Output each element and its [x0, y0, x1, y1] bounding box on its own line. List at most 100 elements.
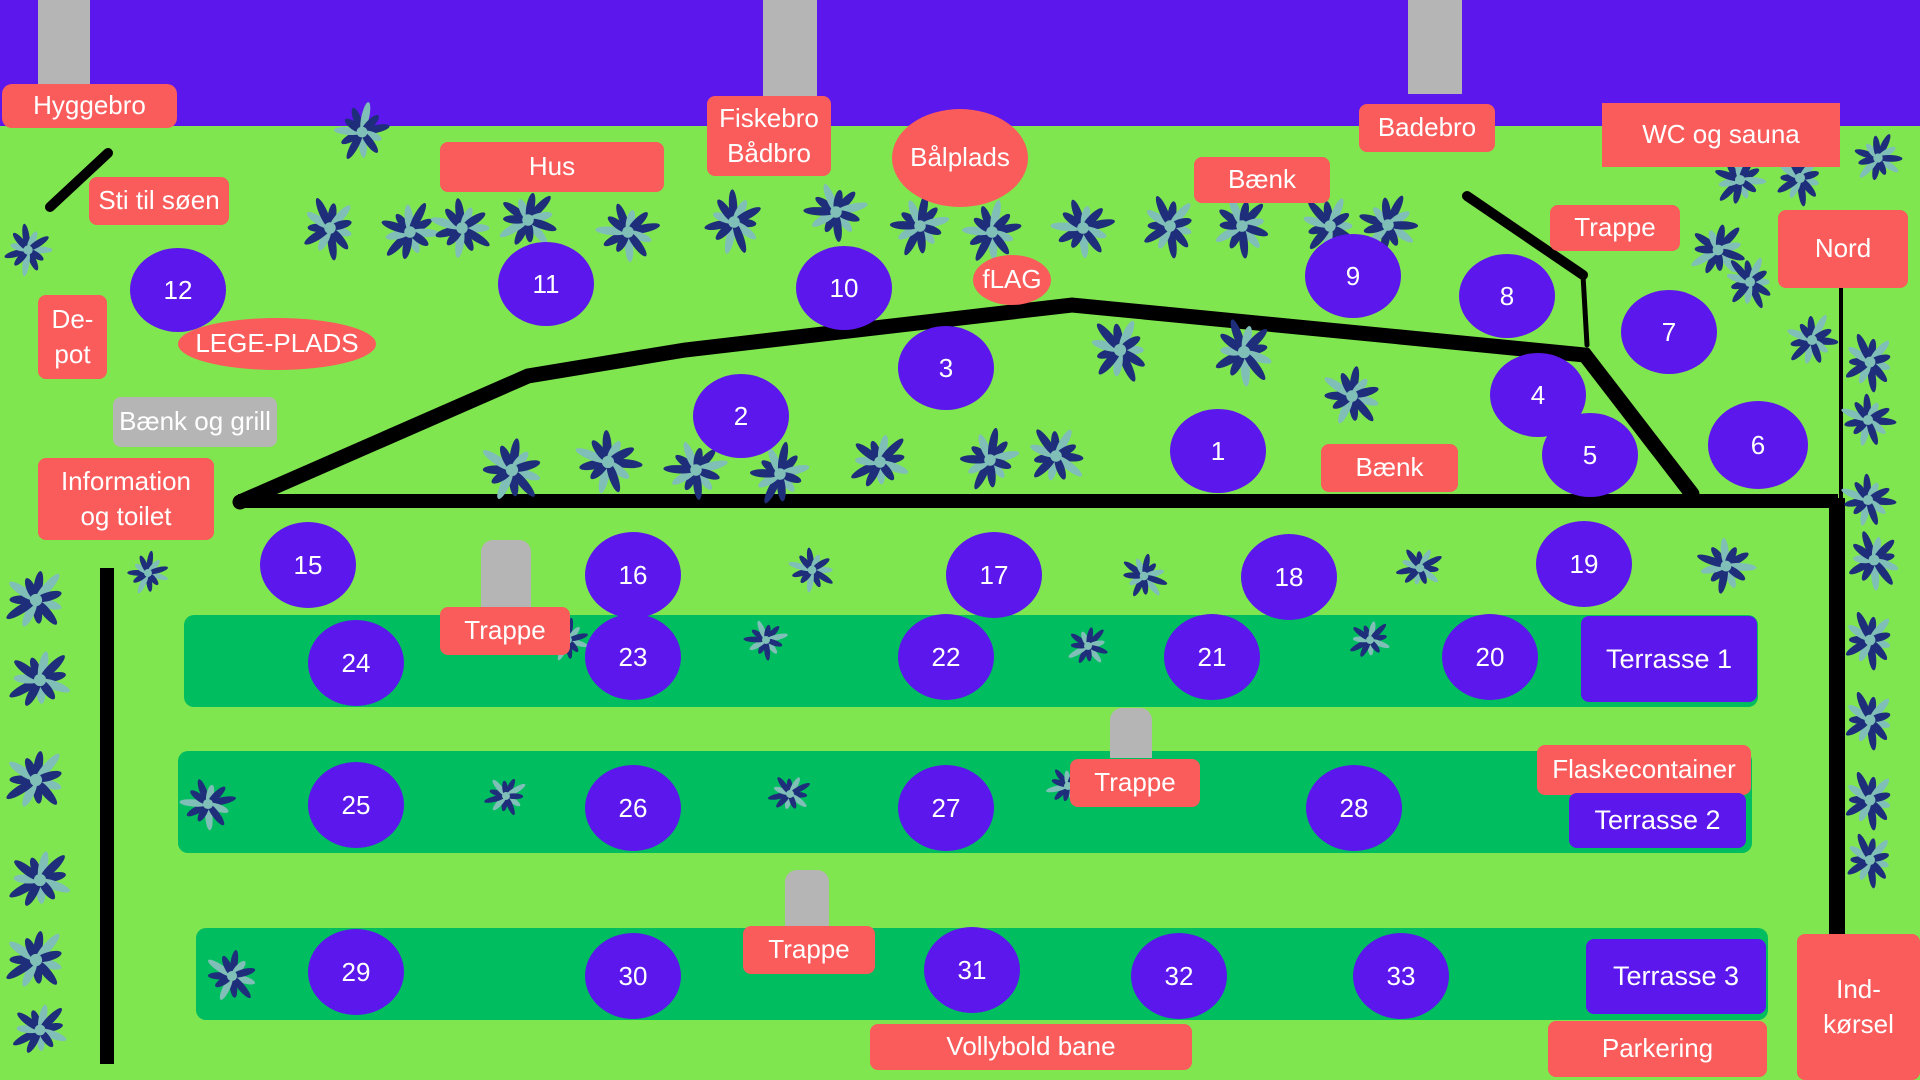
plant-icon — [767, 777, 810, 810]
fence-north — [1839, 288, 1843, 500]
lake — [0, 0, 1920, 126]
plot-33[interactable]: 33 — [1353, 933, 1449, 1019]
label-baenk-og-grill: Bænk og grill — [113, 397, 277, 447]
plot-20[interactable]: 20 — [1442, 614, 1538, 700]
plant-icon — [1715, 154, 1767, 204]
plant-icon — [1068, 627, 1108, 663]
label-badebro: Badebro — [1359, 104, 1495, 152]
plot-5[interactable]: 5 — [1542, 413, 1638, 497]
plant-icon — [381, 203, 441, 259]
plant-icon — [1215, 195, 1269, 259]
plot-16[interactable]: 16 — [585, 532, 681, 618]
label-wc-og-sauna: WC og sauna — [1602, 103, 1840, 167]
label-parkering: Parkering — [1548, 1021, 1767, 1077]
plant-icon — [1123, 553, 1168, 597]
plot-27[interactable]: 27 — [898, 765, 994, 851]
plant-icon — [1050, 199, 1115, 259]
plant-icon — [1691, 224, 1745, 274]
plant-icon — [127, 550, 168, 594]
plant-icon — [482, 438, 541, 500]
label-fiskebro-baadbro: Fiskebro Bådbro — [707, 96, 831, 176]
dock-hyggebro — [38, 0, 90, 84]
plot-28[interactable]: 28 — [1306, 765, 1402, 851]
plant-icon — [9, 651, 71, 706]
plant-icon — [1215, 319, 1272, 387]
plot-30[interactable]: 30 — [585, 933, 681, 1019]
step-row-3 — [785, 870, 829, 928]
plant-icon — [1144, 196, 1192, 259]
plant-icon — [4, 223, 53, 277]
plot-21[interactable]: 21 — [1164, 614, 1260, 700]
plant-icon — [961, 200, 1022, 261]
plot-32[interactable]: 32 — [1131, 933, 1227, 1019]
plant-icon — [663, 442, 728, 500]
plant-icon — [1845, 333, 1891, 393]
dock-badebro — [1408, 0, 1462, 94]
plant-icon — [484, 778, 526, 816]
plot-29[interactable]: 29 — [308, 929, 404, 1015]
plant-icon — [788, 547, 833, 593]
label-vollybold-bane: Vollybold bane — [870, 1024, 1192, 1070]
plant-icon — [1787, 315, 1839, 364]
plant-icon — [6, 751, 62, 807]
plot-31[interactable]: 31 — [924, 927, 1020, 1013]
plant-icon — [1324, 366, 1379, 424]
plant-icon — [1726, 257, 1771, 309]
plant-icon — [1841, 473, 1897, 526]
label-sti-til-soeen: Sti til søen — [89, 177, 229, 225]
plant-icon — [179, 779, 236, 831]
plot-6[interactable]: 6 — [1708, 401, 1808, 489]
plot-22[interactable]: 22 — [898, 614, 994, 700]
label-trappe-row-1: Trappe — [440, 607, 570, 655]
plot-2[interactable]: 2 — [693, 374, 789, 458]
label-baenk-mid: Bænk — [1321, 444, 1458, 492]
plant-icon — [851, 435, 909, 487]
plot-10[interactable]: 10 — [796, 246, 892, 330]
plot-3[interactable]: 3 — [898, 326, 994, 410]
label-hyggebro: Hyggebro — [2, 84, 177, 128]
plot-1[interactable]: 1 — [1170, 409, 1266, 493]
plot-24[interactable]: 24 — [308, 620, 404, 706]
plant-icon — [1697, 537, 1757, 594]
plot-11[interactable]: 11 — [498, 242, 594, 326]
plant-icon — [304, 198, 352, 261]
plot-8[interactable]: 8 — [1459, 254, 1555, 338]
plant-icon — [6, 931, 62, 987]
plant-icon — [13, 1004, 67, 1053]
plot-15[interactable]: 15 — [260, 522, 356, 608]
label-hus: Hus — [440, 142, 664, 192]
plant-icon — [889, 193, 950, 256]
label-depot: De- pot — [38, 295, 107, 379]
plot-23[interactable]: 23 — [585, 614, 681, 700]
plant-icon — [959, 427, 1020, 490]
terrace-1[interactable]: Terrasse 1 — [1581, 616, 1757, 702]
plant-icon — [1845, 691, 1891, 751]
label-indkoersel: Ind- kørsel — [1797, 934, 1920, 1080]
dock-fiskebro — [763, 0, 817, 98]
plant-icon — [749, 441, 810, 504]
plants — [4, 102, 1903, 1053]
label-trappe-row-3: Trappe — [743, 926, 875, 974]
plot-12[interactable]: 12 — [130, 248, 226, 332]
plant-icon — [743, 620, 788, 661]
plant-icon — [207, 949, 256, 1000]
step-row-1 — [481, 540, 531, 612]
road-loop — [45, 148, 1700, 510]
plot-26[interactable]: 26 — [585, 765, 681, 851]
plant-icon — [430, 198, 490, 258]
plant-icon — [1350, 621, 1390, 657]
plot-7[interactable]: 7 — [1621, 290, 1717, 374]
plot-25[interactable]: 25 — [308, 762, 404, 848]
terrace-2[interactable]: Terrasse 2 — [1569, 793, 1746, 848]
plot-18[interactable]: 18 — [1241, 534, 1337, 620]
label-baenk-top: Bænk — [1194, 157, 1330, 203]
plot-19[interactable]: 19 — [1536, 521, 1632, 607]
terrace-3[interactable]: Terrasse 3 — [1586, 939, 1766, 1014]
plant-icon — [1854, 134, 1903, 181]
plot-17[interactable]: 17 — [946, 532, 1042, 618]
label-trappe-row-2: Trappe — [1070, 759, 1200, 807]
plot-9[interactable]: 9 — [1305, 234, 1401, 318]
road-main — [238, 494, 1838, 508]
